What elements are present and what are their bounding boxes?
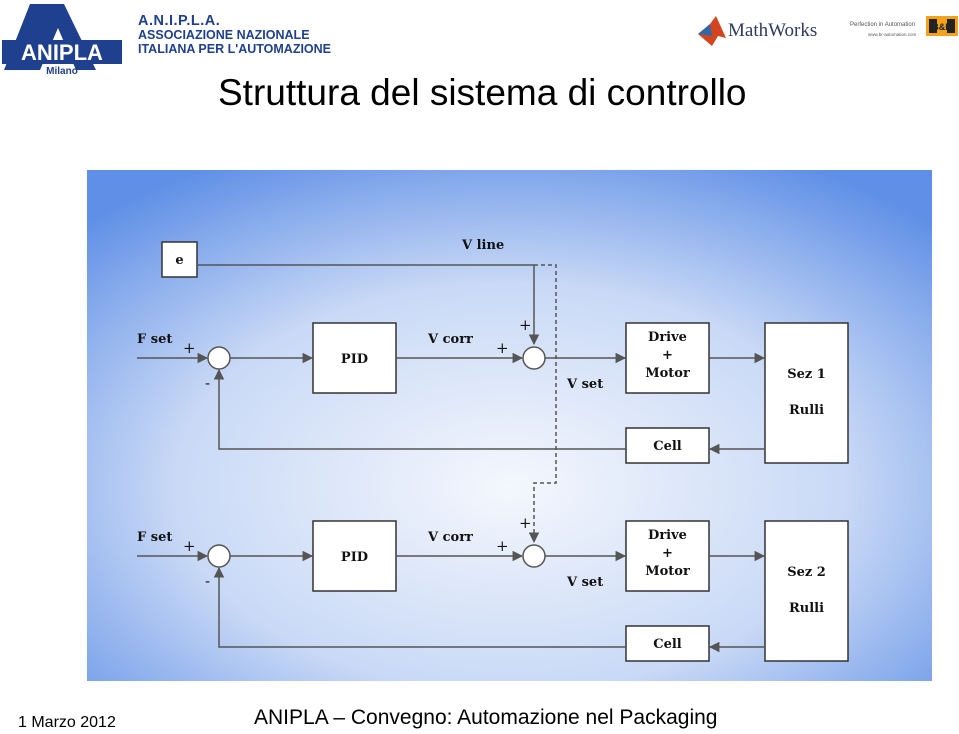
v-line-dashed-link [528,264,557,544]
mathworks-wordmark: MathWorks [728,20,818,41]
error-summing-junction [207,346,231,370]
motor-label: Motor [645,366,690,381]
sum2-plus-left-sign: + [496,339,509,357]
disturbance-block [161,241,198,278]
sum1-minus-sign: - [205,374,210,392]
page-title: Struttura del sistema di controllo [218,72,747,113]
sum1-plus-sign: + [183,339,196,357]
drive-label: Drive [648,330,687,345]
v-set-label: V set [566,575,603,590]
control-loop-2: F set + - PID V corr + + V set Drive + M… [137,514,849,662]
anipla-logo-band [2,40,122,64]
pid-label: PID [341,352,368,367]
sum2-plus-top-sign: + [519,316,532,334]
section-name: Sez 1 [787,367,826,382]
drive-plus-label: + [662,546,673,561]
error-summing-junction [207,544,231,568]
drive-label: Drive [648,528,687,543]
anipla-org-name: A.N.I.P.L.A. ASSOCIAZIONE NAZIONALE ITAL… [138,14,331,56]
section-block [764,322,849,464]
speed-summing-junction [522,346,546,370]
disturbance-label: e [175,253,183,268]
v-corr-label: V corr [427,530,473,545]
anipla-logo-name: ANIPLA [21,40,103,65]
footer-event-title: ANIPLA – Convegno: Automazione nel Packa… [254,706,718,729]
drive-plus-label: + [662,348,673,363]
sum2-plus-left-sign: + [496,537,509,555]
v-corr-label: V corr [427,332,473,347]
mathworks-logo: MathWorks [698,14,817,50]
pid-block [312,322,397,394]
anipla-org-line1: ASSOCIAZIONE NAZIONALE [138,28,310,42]
br-url: www.br-automation.com [868,32,917,37]
f-set-label: F set [137,530,172,545]
mathworks-membrane-icon [698,16,726,46]
svg-text:B&R: B&R [932,22,952,32]
drive-motor-block [625,520,710,592]
section-name: Sez 2 [787,565,826,580]
br-tagline: Perfection in Automation [850,22,916,28]
section-block [764,520,849,662]
pid-label: PID [341,550,368,565]
anipla-logo-city: Milano [46,66,78,77]
control-loop-1: F set + - PID V corr + + V set Drive + M… [137,316,849,464]
anipla-logo: ANIPLA Milano [2,4,122,77]
pid-block [312,520,397,592]
anipla-acronym: A.N.I.P.L.A. [138,13,221,29]
load-cell-block [625,625,710,662]
section-rollers: Rulli [789,601,824,616]
load-cell-block [625,427,710,464]
f-set-label: F set [137,332,172,347]
section-rollers: Rulli [789,403,824,418]
v-set-label: V set [566,377,603,392]
cell-label: Cell [653,637,682,652]
sum1-minus-sign: - [205,572,210,590]
speed-summing-junction [522,544,546,568]
br-mark-icon: B&R [926,16,958,36]
v-line-label: V line [461,238,504,253]
sum2-plus-top-sign: + [519,514,532,532]
footer-date: 1 Marzo 2012 [18,714,116,731]
anipla-org-line2: ITALIANA PER L'AUTOMAZIONE [138,42,332,56]
feedback-signal [213,566,626,648]
feedback-signal [213,368,626,450]
motor-label: Motor [645,564,690,579]
control-system-diagram: e V line F set + - PID V corr + + V set … [87,170,932,681]
cell-label: Cell [653,439,682,454]
br-automation-logo: Perfection in Automation www.br-automati… [850,16,958,42]
sum1-plus-sign: + [183,537,196,555]
